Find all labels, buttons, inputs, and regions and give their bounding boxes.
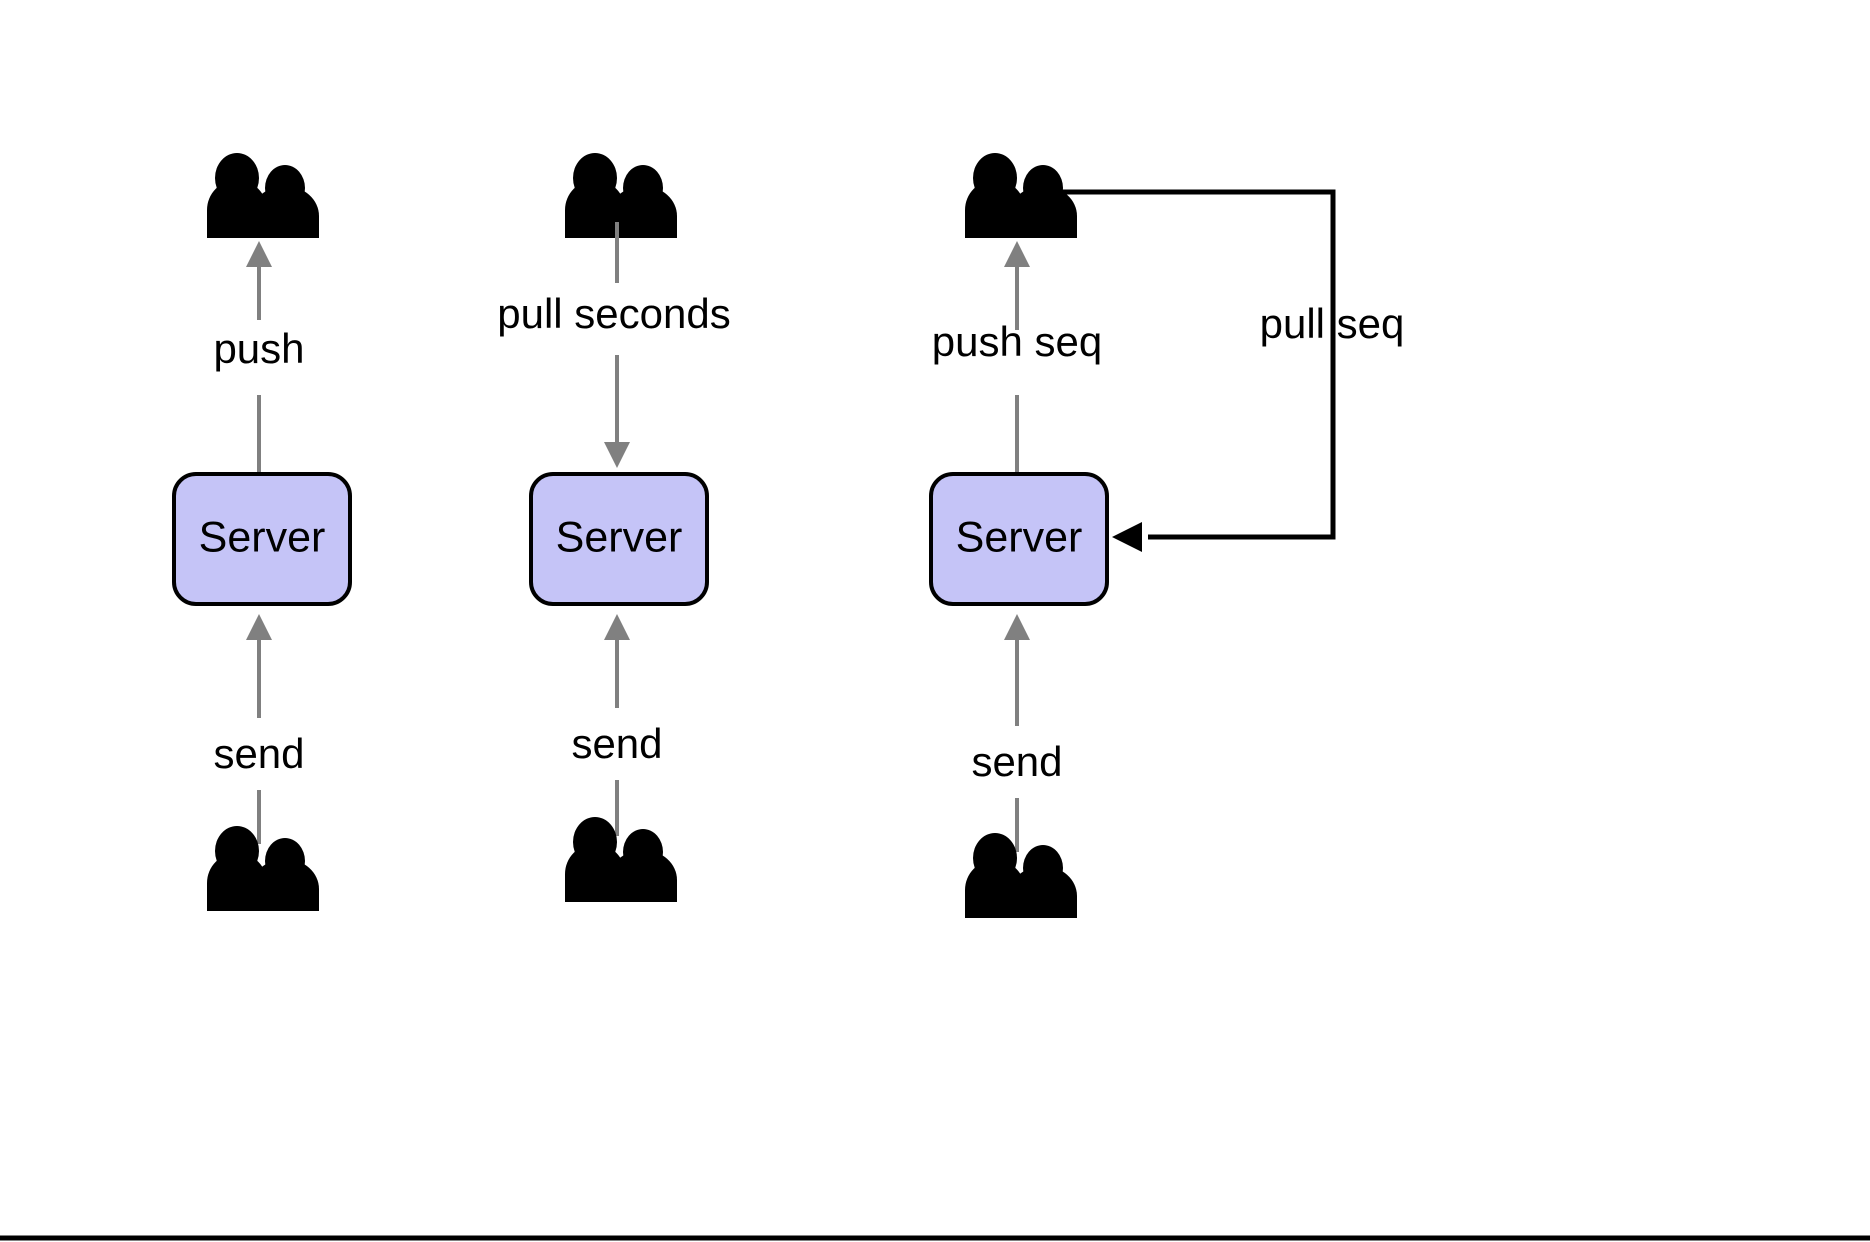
column-push-pull-seq: pull seq push seq Server [929,153,1405,918]
edge-push-seq-label: push seq [932,318,1102,365]
edge-pull-seq-label: pull seq [1260,300,1405,347]
column-pull-seconds: pull seconds Server send [497,153,731,902]
server-node-2-label: Server [556,513,683,561]
server-node-3-label: Server [956,513,1083,561]
server-node-1-label: Server [199,513,326,561]
edge-pull-seconds[interactable] [604,222,630,468]
bottom-actor-people-icon-1[interactable] [207,826,319,911]
top-actor-people-icon-1[interactable] [207,153,319,238]
edge-push-label: push [213,325,304,372]
server-node-2[interactable]: Server [529,472,709,606]
server-node-1[interactable]: Server [172,472,352,606]
edge-send-2[interactable] [604,614,630,836]
edge-pull-seq[interactable] [1053,189,1336,552]
edge-send-3-label: send [971,738,1062,785]
bottom-actor-people-icon-2[interactable] [565,817,677,902]
server-node-3[interactable]: Server [929,472,1109,606]
column-push: push Server send [172,153,352,911]
top-actor-people-icon-2[interactable] [565,153,677,238]
bottom-actor-people-icon-3[interactable] [965,833,1077,918]
edge-send-1[interactable] [246,614,272,844]
edge-send-3[interactable] [1004,614,1030,852]
edge-pull-seconds-label: pull seconds [497,290,730,337]
top-actor-people-icon-3[interactable] [965,153,1077,238]
edge-send-1-label: send [213,730,304,777]
edge-send-2-label: send [571,720,662,767]
